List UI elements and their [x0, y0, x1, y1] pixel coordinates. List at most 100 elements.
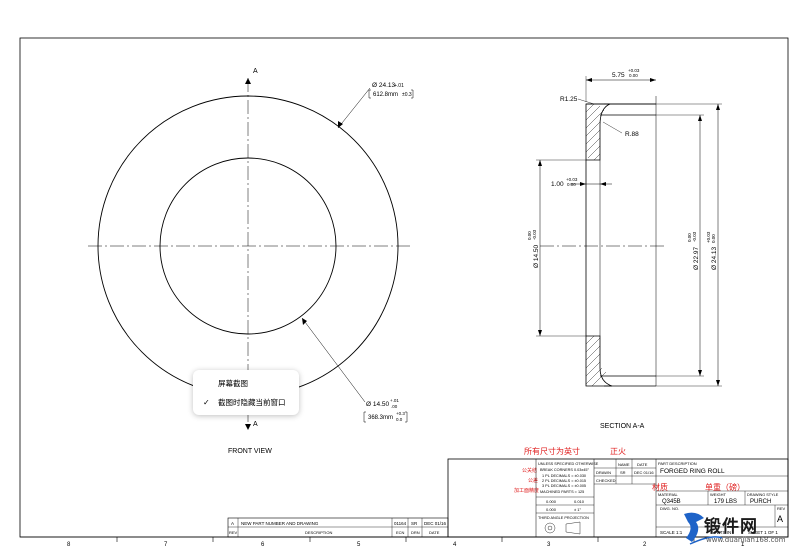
screenshot-context-menu: 屏幕截图 ✓ 截图时隐藏当前窗口	[193, 370, 299, 415]
grid-col-4: 4	[453, 542, 457, 548]
menu-item-screenshot[interactable]: 屏幕截图	[193, 376, 299, 392]
watermark-text: 锻件网	[704, 517, 758, 537]
drawn-date: DEC 01/16	[634, 470, 654, 475]
dwg-label: DWG. NO.	[660, 506, 679, 511]
part-desc-label: PART DESCRIPTION	[658, 461, 697, 466]
rev-col-date: DATE	[429, 530, 440, 535]
outer-dim-tol: +.01	[394, 83, 404, 89]
wall-dim-text: 1.00	[551, 181, 564, 188]
inner-dim-tol-upper: +.01	[390, 398, 399, 403]
grid-column-numbers: 8 7 6 5 4 3 2 1	[67, 542, 745, 548]
radius-outer-text: R1.25	[560, 96, 578, 103]
grid-col-7: 7	[164, 542, 168, 548]
rev-col-desc: DESCRIPTION	[305, 530, 332, 535]
width-dim-tol-lower: 0.00	[629, 73, 638, 78]
rev-col-drn: DRN	[411, 530, 420, 535]
watermark-swoosh-icon	[684, 512, 704, 542]
inner-dia-tol-upper: 0.00	[527, 231, 532, 240]
material-note: 材质	[652, 482, 668, 492]
grid-col-3: 3	[547, 542, 551, 548]
checked-label: CHECKED	[596, 478, 616, 483]
frac1-val: 0.010	[574, 499, 585, 504]
weight-note: 单重（磅）	[705, 482, 745, 492]
radius-inner-text: R.88	[625, 131, 639, 138]
grid-col-6: 6	[261, 542, 265, 548]
watermark-logo	[684, 512, 723, 545]
rev-label: REV	[777, 506, 786, 511]
style-value: PURCH	[750, 499, 771, 505]
sheet-text: SHEET 1 OF 1	[748, 530, 778, 535]
tol-1: 1 PL DECIMALS = ±0.030	[542, 474, 586, 478]
grid-col-5: 5	[357, 542, 361, 548]
inner-dim-metric-tol-lower: 0.0	[396, 417, 403, 422]
revision-block: A NEW PART NUMBER AND DRAWING 01164 SR D…	[227, 517, 449, 538]
outer-dia-tol-lower: 0.00	[711, 234, 716, 243]
scale-text: SCALE 1:1	[660, 530, 683, 535]
mid-dia-text: Ø 22.97	[693, 246, 700, 270]
red-small-2: 公差	[528, 477, 538, 484]
third-angle: THIRD ANGLE PROJECTION	[538, 516, 589, 520]
part-desc: FORGED RING ROLL	[660, 468, 725, 475]
material-label: MATERIAL	[658, 492, 678, 497]
mid-dia-tol-lower: -0.03	[692, 231, 697, 242]
material-value: Q345B	[662, 499, 681, 505]
rev-row-rev: A	[231, 521, 234, 526]
weight-value: 179 LBS	[714, 499, 737, 505]
rev-row-drn: SR	[411, 521, 418, 526]
section-mark-top: A	[253, 68, 258, 75]
name-header: NAME	[618, 462, 630, 467]
date-header: DATE	[637, 462, 648, 467]
section-bottom-profile	[585, 335, 613, 387]
inner-dim-metric-tol-upper: +0.3	[396, 411, 405, 416]
grid-col-8: 8	[67, 542, 71, 548]
break-corners: BREAK CORNERS 0.03x45°	[540, 468, 589, 472]
red-small-1: 公关结	[522, 467, 537, 474]
inner-dia-text: Ø 14.50	[533, 244, 540, 268]
menu-item-hide-window[interactable]: ✓ 截图时隐藏当前窗口	[193, 395, 299, 411]
inner-dim-metric: 368.3mm	[368, 415, 393, 421]
section-view: 5.75 +0.03 0.00 R1.25 R.88 1.00 +0.03 0.…	[527, 68, 722, 430]
inner-dim-leader	[301, 317, 366, 403]
rev-value: A	[777, 514, 783, 524]
tol-2: 2 PL DECIMALS = ±0.015	[542, 479, 586, 483]
section-top-profile	[585, 103, 611, 161]
width-dim-tol-upper: +0.03	[628, 68, 640, 73]
fire-note: 正火	[610, 447, 626, 456]
inner-dia-tol-lower: -0.03	[532, 229, 537, 240]
rev-col-rev: REV	[229, 530, 238, 535]
frac2-val: ± 1°	[574, 507, 582, 512]
drawn-by: SR	[620, 470, 626, 475]
rev-row-ecn: 01164	[394, 521, 407, 526]
title-block: UNLESS SPECIFIED OTHERWISE BREAK CORNERS…	[447, 458, 789, 538]
rev-row-date: DEC 01/16	[424, 521, 447, 526]
mid-dia-tol-upper: 0.00	[687, 233, 692, 242]
rev-col-ecn: ECN	[396, 530, 405, 535]
weight-label: WEIGHT	[710, 492, 727, 497]
wall-dim-tol-lower: 0.00	[567, 182, 576, 187]
units-text: UNITS IN	[712, 530, 731, 535]
outer-dim-text: Ø 24.13	[372, 82, 396, 89]
unless-specified: UNLESS SPECIFIED OTHERWISE	[538, 462, 599, 466]
outer-dim-leader	[337, 87, 371, 129]
menu-item-hide-window-label: 截图时隐藏当前窗口	[218, 398, 286, 407]
outer-dim-metric: 612.8mm	[373, 92, 398, 98]
red-small-3: 加工面精度	[514, 487, 539, 494]
width-dim-text: 5.75	[612, 72, 625, 79]
menu-item-screenshot-label: 屏幕截图	[218, 379, 248, 388]
grid-ticks	[116, 537, 695, 542]
rev-row-desc: NEW PART NUMBER AND DRAWING	[241, 521, 319, 526]
section-mark-bottom: A	[253, 421, 258, 428]
front-view-caption: FRONT VIEW	[228, 448, 272, 455]
grid-col-1: 1	[741, 542, 745, 548]
machined-parts: MACHINED PARTS = 125	[540, 490, 584, 494]
inner-dim-tol-lower: .00	[391, 404, 398, 409]
frac2: 0.000	[546, 507, 557, 512]
grid-col-2: 2	[643, 542, 647, 548]
tol-3: 3 PL DECIMALS = ±0.005	[542, 484, 586, 488]
watermark-url: www.duanjian168.com	[706, 536, 786, 544]
red-annotations: 所有尺寸为英寸 正火 材质 单重（磅） 公关结 公差 加工面精度	[514, 446, 745, 494]
outer-dia-text: Ø 24.13	[711, 246, 718, 270]
inner-dim-text: Ø 14.50	[366, 401, 390, 408]
style-label: DRAWING STYLE	[747, 493, 779, 497]
